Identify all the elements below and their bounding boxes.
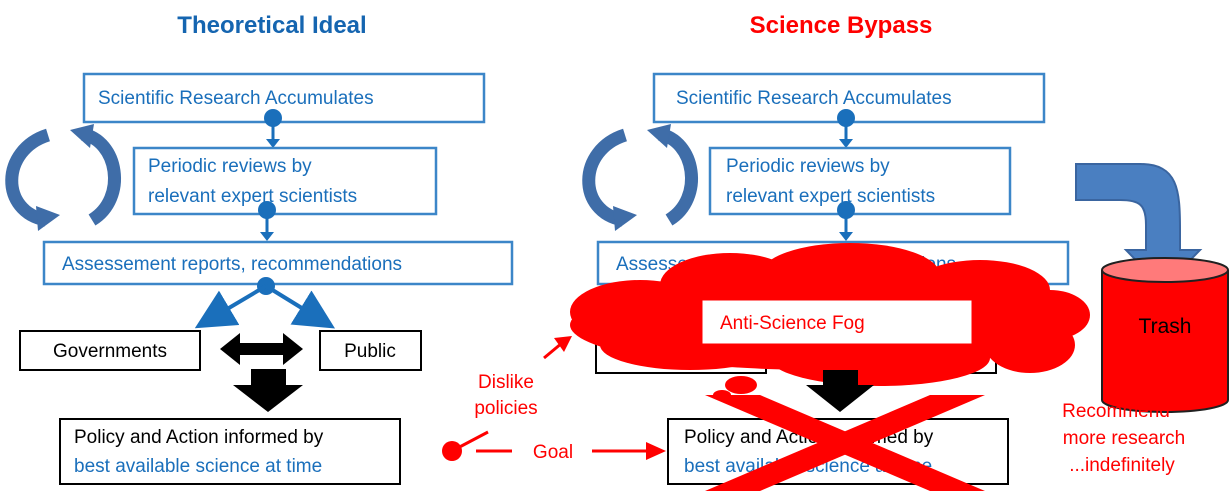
right-connector-1 (837, 109, 855, 148)
left-connector-2 (258, 201, 276, 241)
double-arrow-icon (220, 333, 303, 365)
right-title: Science Bypass (750, 12, 933, 39)
goal-text: Goal (533, 442, 573, 463)
bent-arrow-icon (1075, 163, 1203, 290)
left-research-text: Scientific Research Accumulates (98, 88, 374, 109)
right-connector-2 (837, 201, 855, 241)
right-research-text: Scientific Research Accumulates (676, 88, 952, 109)
fog-label-box (701, 299, 973, 345)
left-policy-line1: Policy and Action informed by (74, 427, 324, 448)
recommend-line2: more research (1063, 428, 1186, 449)
left-reviews-line2: relevant expert scientists (148, 186, 357, 207)
right-reviews-line2: relevant expert scientists (726, 186, 935, 207)
left-research-box (82, 72, 486, 124)
dislike-line2: policies (474, 398, 537, 419)
left-policy-box (59, 418, 401, 485)
right-reviews-box (708, 146, 1012, 216)
cross-out-icon (705, 395, 985, 491)
trash-can-icon (1101, 257, 1229, 413)
right-research-box (652, 72, 1046, 124)
public-box (319, 330, 422, 371)
cycle-arrows-icon (5, 124, 121, 231)
left-reviews-line1: Periodic reviews by (148, 156, 312, 177)
right-cycle-arrows-icon (582, 124, 698, 231)
left-down-arrow-icon (233, 369, 303, 412)
right-reviews-line1: Periodic reviews by (726, 156, 890, 177)
right-down-arrow-icon (806, 370, 874, 412)
recommend-line1: Recommend (1062, 401, 1170, 422)
governments-text: Governments (53, 341, 167, 362)
left-policy-line2: best available science at time (74, 456, 322, 477)
dislike-arrow (543, 336, 572, 360)
left-connector-1 (264, 109, 282, 148)
left-reports-text: Assessement reports, recommendations (62, 254, 402, 275)
fog-label-text: Anti-Science Fog (720, 313, 865, 334)
left-title: Theoretical Ideal (177, 12, 366, 39)
left-reports-box (42, 240, 514, 286)
trash-label: Trash (1139, 315, 1192, 338)
goal-arrow (592, 442, 666, 460)
dislike-line1: Dislike (478, 372, 534, 393)
goal-connector (442, 430, 512, 461)
recommend-line3: ...indefinitely (1069, 455, 1175, 476)
left-split-connector (194, 277, 336, 329)
public-text: Public (344, 341, 396, 362)
governments-box (19, 330, 201, 371)
left-reviews-box (132, 146, 438, 216)
